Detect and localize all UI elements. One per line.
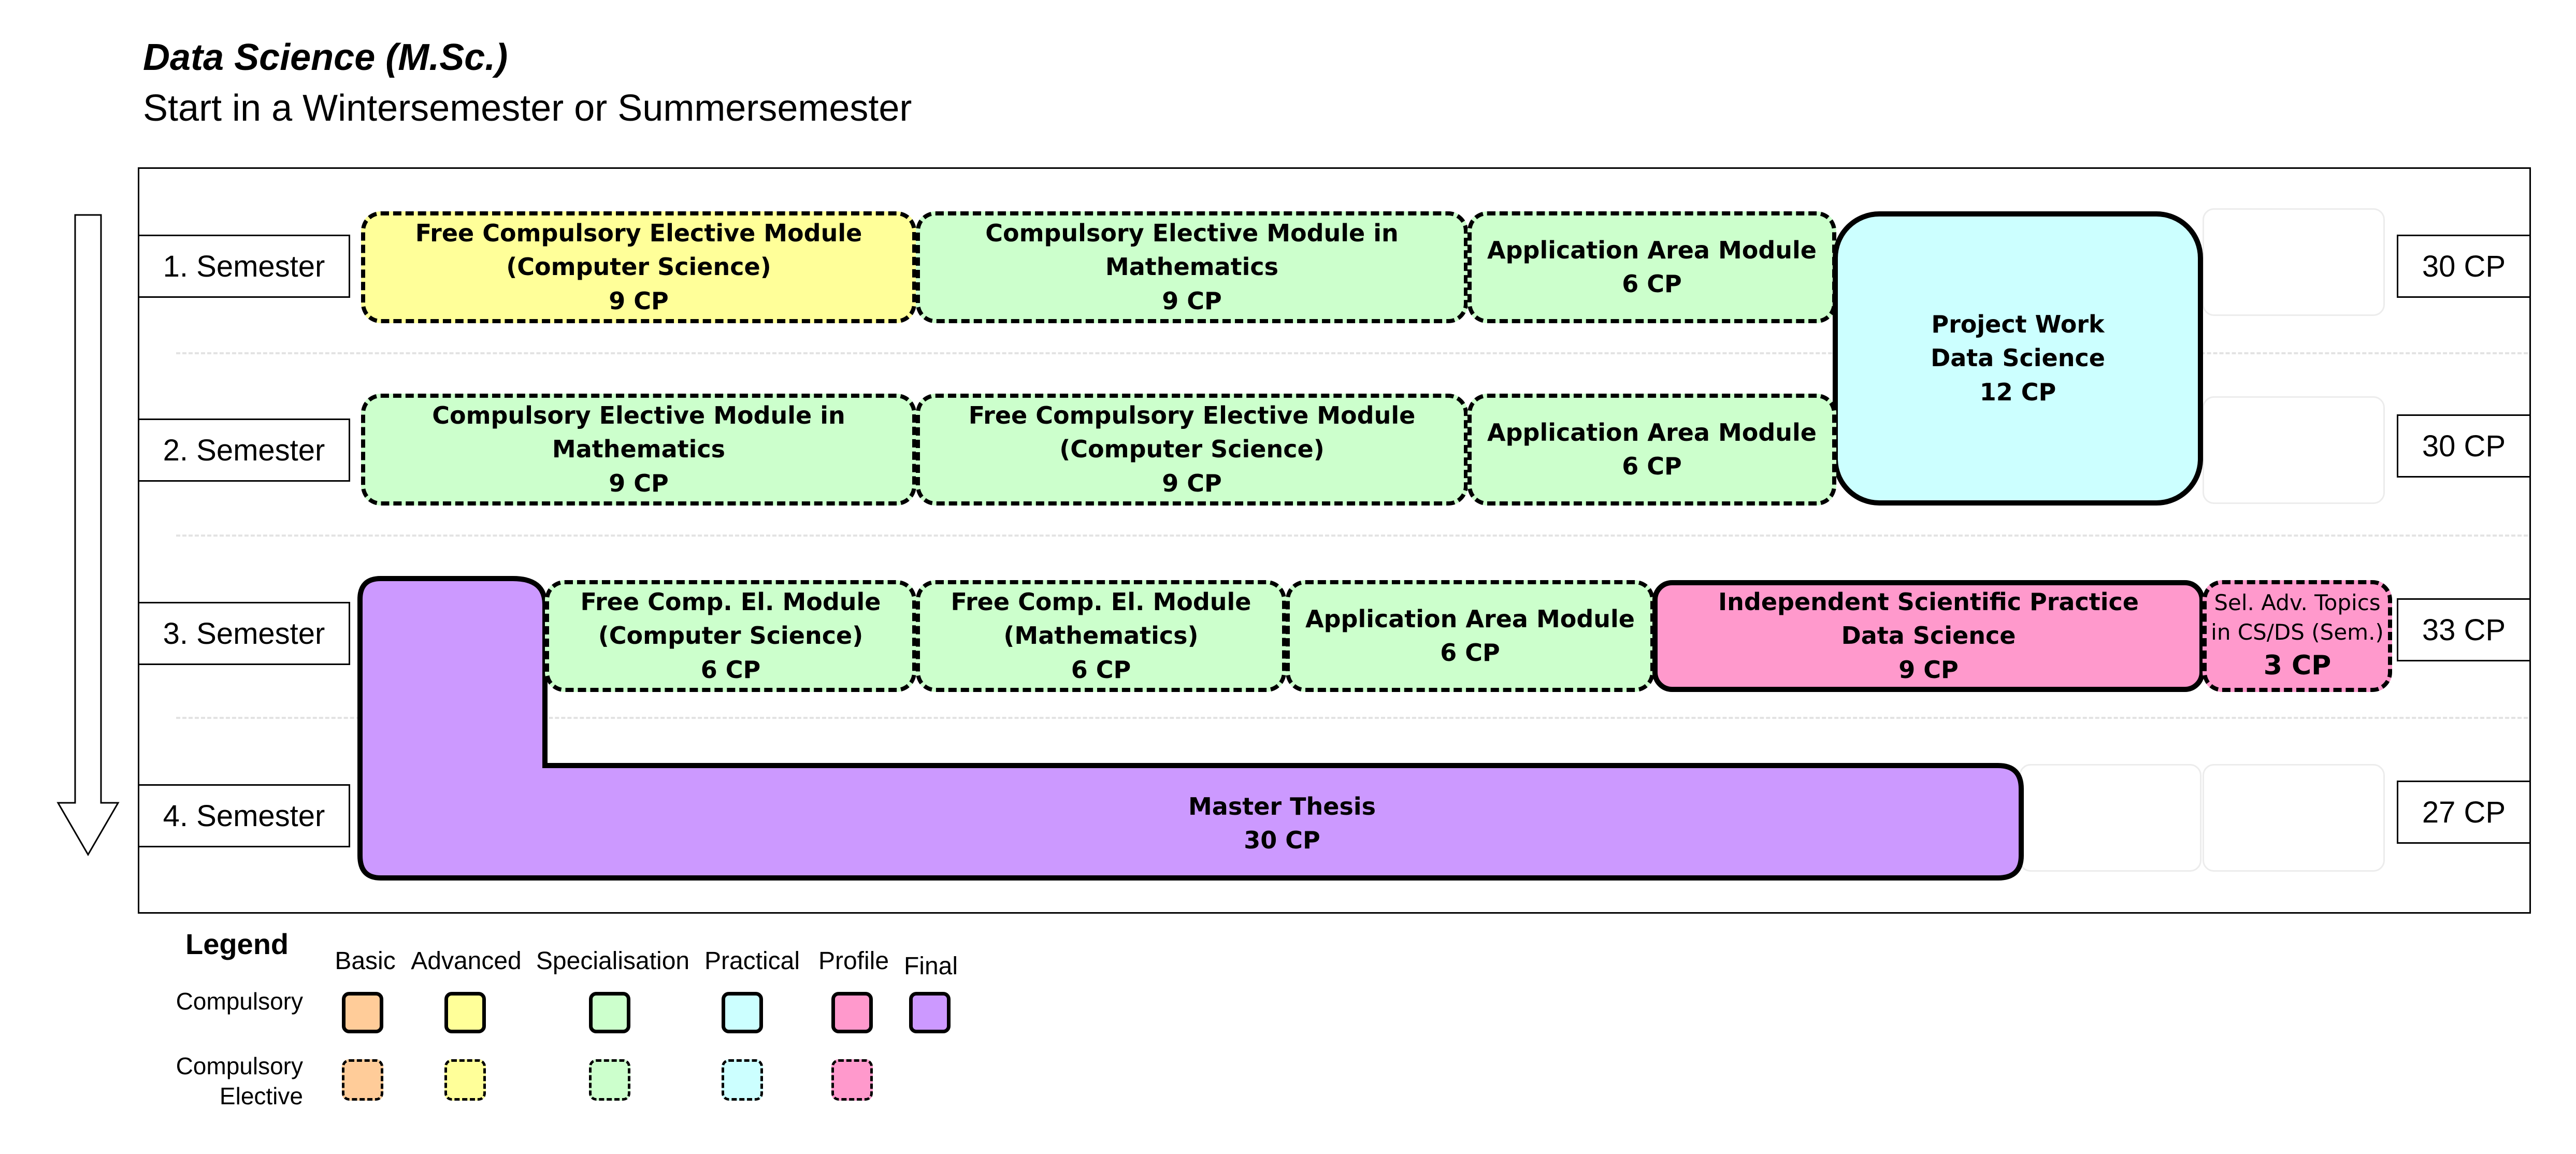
module-title: Compulsory Elective Module in bbox=[985, 219, 1399, 248]
module-title-line2: (Computer Science) bbox=[506, 253, 771, 281]
module-project-work: Project Work Data Science 12 CP bbox=[1833, 211, 2203, 506]
legend-swatch-advanced-compulsory bbox=[444, 992, 486, 1033]
semester-label: 2. Semester bbox=[138, 419, 350, 482]
semester-label: 4. Semester bbox=[138, 784, 350, 847]
legend-swatch-profile-compulsory bbox=[831, 992, 873, 1033]
legend-swatch-profile-elective bbox=[831, 1059, 873, 1101]
module-cp: 9 CP bbox=[1162, 286, 1222, 315]
module-free-comp-el-math: Free Comp. El. Module (Mathematics) 6 CP bbox=[916, 580, 1286, 692]
module-title: Independent Scientific Practice bbox=[1718, 588, 2139, 616]
legend-swatch-advanced-elective bbox=[444, 1059, 486, 1101]
semester-cp-total: 30 CP bbox=[2397, 414, 2531, 478]
module-free-elective-cs: Free Compulsory Elective Module (Compute… bbox=[361, 211, 916, 323]
module-title: Free Compulsory Elective Module bbox=[415, 219, 862, 248]
module-title-line2: (Mathematics) bbox=[1003, 622, 1199, 650]
module-cp: 6 CP bbox=[1622, 270, 1682, 298]
semester-label: 1. Semester bbox=[138, 235, 350, 298]
module-title: Compulsory Elective Module in bbox=[432, 401, 845, 430]
module-title: Project Work bbox=[1931, 310, 2105, 339]
legend-column-advanced: Advanced bbox=[411, 947, 522, 975]
module-title: Application Area Module bbox=[1487, 236, 1817, 264]
module-cp: 30 CP bbox=[1244, 826, 1320, 854]
module-title-line2: Mathematics bbox=[552, 435, 726, 464]
row-separator bbox=[176, 535, 2528, 537]
semester-cp-total: 27 CP bbox=[2397, 781, 2531, 844]
module-cp: 3 CP bbox=[2263, 650, 2332, 681]
legend-column-profile: Profile bbox=[818, 947, 889, 975]
semester-cp-total: 33 CP bbox=[2397, 598, 2531, 661]
module-cp: 9 CP bbox=[609, 286, 669, 315]
legend-swatch-practical-elective bbox=[722, 1059, 763, 1101]
module-cp: 9 CP bbox=[1162, 469, 1222, 497]
module-independent-scientific-practice: Independent Scientific Practice Data Sci… bbox=[1652, 580, 2205, 692]
row-separator bbox=[176, 717, 2528, 719]
legend-swatch-specialisation-compulsory bbox=[589, 992, 630, 1033]
page-subtitle: Start in a Wintersemester or Summersemes… bbox=[143, 88, 912, 129]
legend-column-basic: Basic bbox=[335, 947, 396, 975]
module-cp: 9 CP bbox=[609, 469, 669, 497]
module-cp: 6 CP bbox=[700, 655, 761, 684]
page-title: Data Science (M.Sc.) bbox=[143, 37, 508, 78]
legend-swatch-practical-compulsory bbox=[722, 992, 763, 1033]
module-title: Free Comp. El. Module bbox=[580, 588, 881, 616]
module-cp: 6 CP bbox=[1622, 452, 1682, 480]
module-title: Application Area Module bbox=[1487, 418, 1817, 446]
master-thesis-module bbox=[357, 576, 2024, 881]
module-title: Free Compulsory Elective Module bbox=[968, 401, 1416, 430]
module-free-elective-cs: Free Compulsory Elective Module (Compute… bbox=[916, 394, 1468, 506]
module-selected-advanced-topics: Sel. Adv. Topics in CS/DS (Sem.) 3 CP bbox=[2203, 580, 2392, 692]
legend-row-label: Compulsory bbox=[176, 1052, 303, 1079]
module-cp: 9 CP bbox=[1898, 655, 1959, 684]
legend-column-practical: Practical bbox=[704, 947, 800, 975]
empty-slot bbox=[2203, 396, 2385, 504]
legend-swatch-specialisation-elective bbox=[589, 1059, 630, 1101]
legend-row-label-line2: Elective bbox=[219, 1082, 303, 1109]
semester-label: 3. Semester bbox=[138, 602, 350, 665]
master-thesis-label: Master Thesis 30 CP bbox=[544, 777, 2020, 870]
legend-swatch-basic-compulsory bbox=[342, 992, 383, 1033]
legend-row-label: Compulsory bbox=[176, 988, 303, 1015]
module-title: Free Comp. El. Module bbox=[951, 588, 1251, 616]
module-application-area: Application Area Module 6 CP bbox=[1467, 394, 1836, 506]
module-cp: 6 CP bbox=[1440, 639, 1500, 667]
module-elective-math: Compulsory Elective Module in Mathematic… bbox=[361, 394, 916, 506]
module-title-line2: in CS/DS (Sem.) bbox=[2211, 619, 2384, 645]
module-elective-math: Compulsory Elective Module in Mathematic… bbox=[916, 211, 1468, 323]
module-title-line2: Data Science bbox=[1841, 622, 2016, 650]
module-title-line2: Data Science bbox=[1931, 344, 2105, 372]
empty-slot bbox=[2203, 764, 2385, 872]
module-title-line2: (Computer Science) bbox=[1059, 435, 1325, 464]
module-title-line2: (Computer Science) bbox=[598, 622, 864, 650]
module-cp: 12 CP bbox=[1979, 378, 2056, 406]
empty-slot bbox=[2203, 208, 2385, 316]
legend-column-final: Final bbox=[903, 953, 958, 980]
empty-slot bbox=[2019, 764, 2201, 872]
module-title: Application Area Module bbox=[1305, 604, 1635, 633]
legend-row-compulsory: Compulsory bbox=[124, 987, 303, 1017]
semester-cp-total: 30 CP bbox=[2397, 235, 2531, 298]
legend-swatch-final-compulsory bbox=[909, 992, 951, 1033]
module-application-area: Application Area Module 6 CP bbox=[1286, 580, 1654, 692]
legend-title: Legend bbox=[185, 928, 289, 960]
legend-column-specialisation: Specialisation bbox=[536, 947, 690, 975]
row-separator bbox=[176, 352, 2528, 354]
semester-progression-arrow bbox=[56, 214, 120, 856]
legend-swatch-basic-elective bbox=[342, 1059, 383, 1101]
module-title-line2: Mathematics bbox=[1105, 253, 1279, 281]
legend-row-compulsory-elective: Compulsory Elective bbox=[124, 1051, 303, 1111]
module-free-comp-el-cs: Free Comp. El. Module (Computer Science)… bbox=[545, 580, 916, 692]
module-cp: 6 CP bbox=[1071, 655, 1131, 684]
module-title: Master Thesis bbox=[1188, 792, 1376, 820]
module-title: Sel. Adv. Topics bbox=[2214, 590, 2381, 616]
module-application-area: Application Area Module 6 CP bbox=[1467, 211, 1836, 323]
